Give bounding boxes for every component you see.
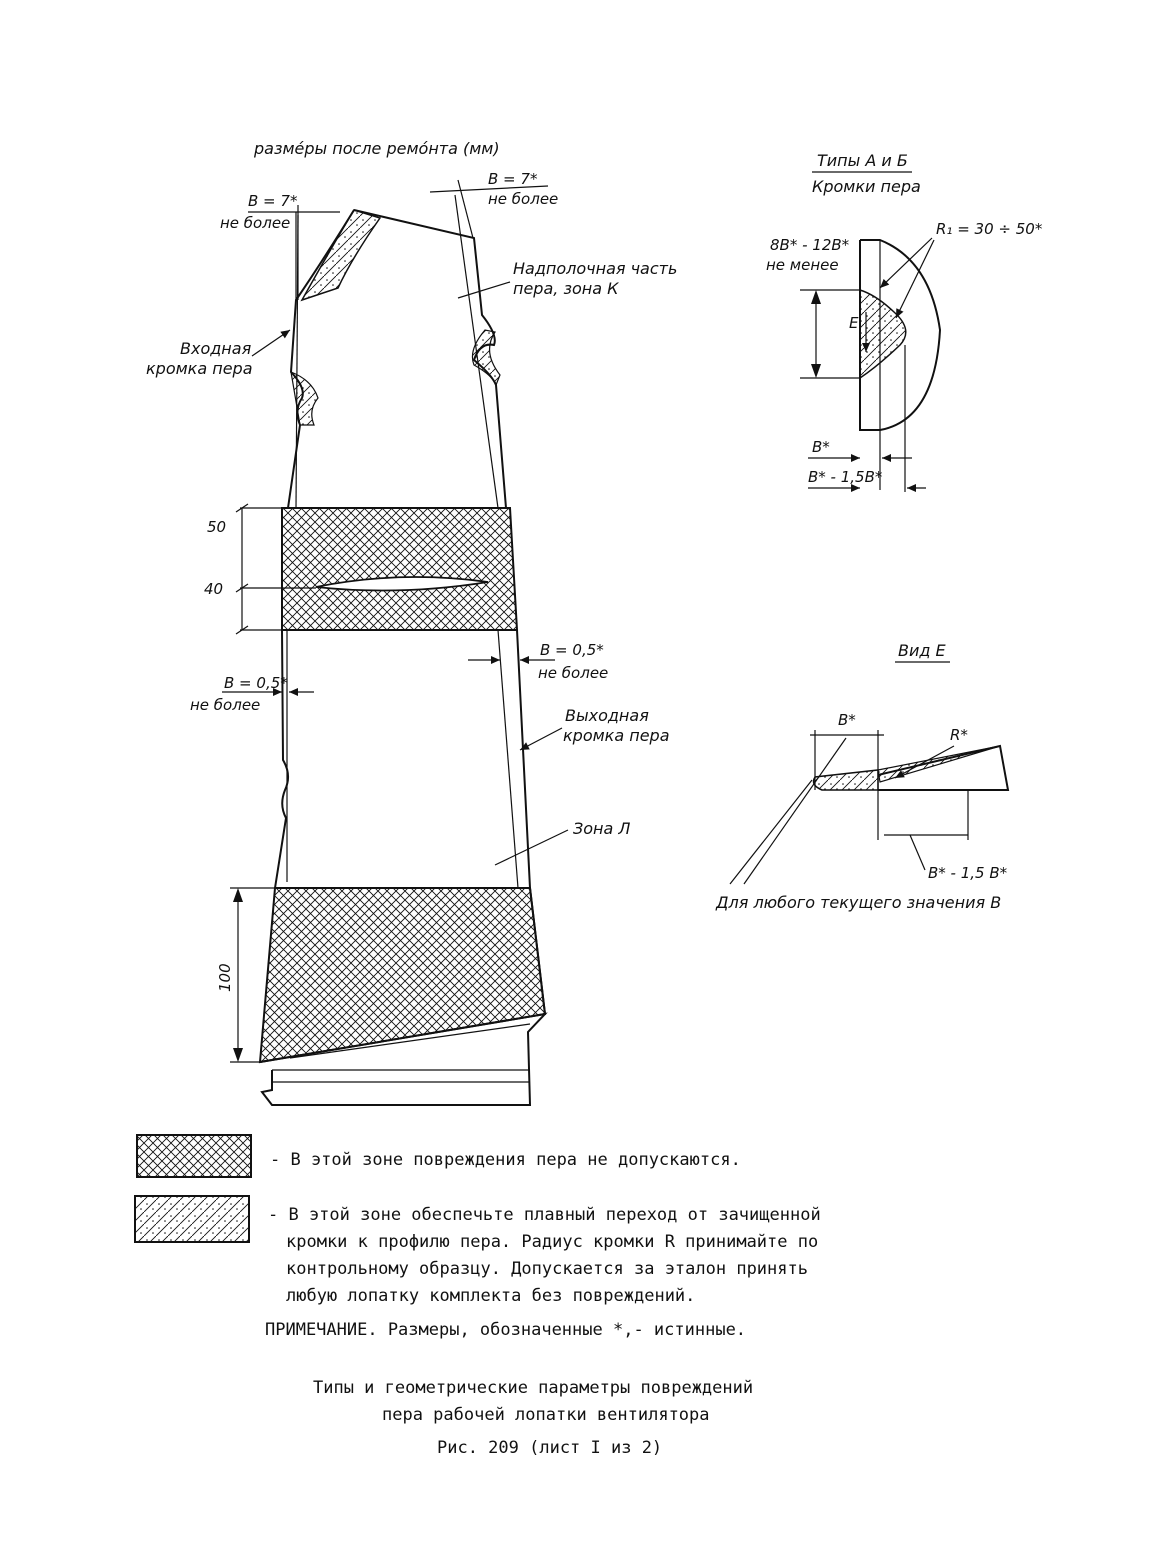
detail-ab-b-star: B*	[812, 438, 830, 456]
blend-zone-right-notch	[471, 329, 501, 387]
detail-e-blend-2	[877, 745, 1001, 783]
detail-ab-notch	[859, 288, 907, 380]
detail-ab: Типы А и Б Кромки пера 8B* - 12B* не мен…	[766, 151, 1043, 492]
detail-e-r-star: R*	[950, 726, 968, 744]
detail-ab-arrow-e: E	[849, 314, 859, 332]
label-shroud-zone-2: пера, зона К	[513, 279, 619, 298]
blade	[258, 179, 548, 1106]
detail-ab-subtitle: Кромки пера	[812, 177, 921, 196]
restricted-zone-middle	[281, 507, 519, 631]
legend-crosshatch-text: - В этой зоне повреждения пера не допуск…	[270, 1150, 741, 1170]
dim-100: 100	[216, 963, 234, 992]
dim-50: 50	[207, 518, 226, 536]
detail-e: Вид Е B* R* B* - 1,5 B* Для любого текущ…	[715, 641, 1010, 912]
detail-ab-radius: R₁ = 30 ÷ 50*	[936, 220, 1043, 238]
detail-ab-range-sub: не менее	[766, 256, 839, 274]
label-b7-right-sub: не более	[488, 190, 558, 208]
blend-zone-left-notch	[290, 371, 319, 426]
diagram-header: разме́ры после ремо́нта (мм)	[253, 139, 500, 158]
label-leading-edge-2: кромка пера	[146, 359, 253, 378]
label-zone-l: Зона Л	[573, 819, 630, 838]
detail-e-note: Для любого текущего значения В	[715, 893, 1001, 912]
label-shroud-zone-1: Надполочная часть	[513, 259, 677, 278]
legend-note: ПРИМЕЧАНИЕ. Размеры, обозначенные *,- ис…	[265, 1320, 747, 1340]
label-trailing-edge-1: Выходная	[565, 706, 649, 725]
legend-swatch-blend	[134, 1195, 250, 1243]
detail-ab-title: Типы А и Б	[817, 151, 908, 170]
label-b05-left: B = 0,5*	[224, 674, 288, 692]
label-leading-edge-1: Входная	[180, 339, 252, 358]
no-damage-hole	[315, 576, 489, 592]
detail-e-b-range: B* - 1,5 B*	[928, 864, 1008, 882]
detail-ab-range: 8B* - 12B*	[770, 236, 850, 254]
label-b05-right: B = 0,5*	[540, 641, 604, 659]
caption-line-1: Типы и геометрические параметры поврежде…	[313, 1378, 754, 1398]
label-b7-right: B = 7*	[488, 170, 538, 188]
detail-e-blend	[812, 769, 879, 791]
detail-e-title: Вид Е	[898, 641, 947, 660]
dim-40: 40	[204, 580, 223, 598]
legend-blend-line-2: кромки к профилю пера. Радиус кромки R п…	[286, 1232, 819, 1252]
legend-blend-line-1: - В этой зоне обеспечьте плавный переход…	[268, 1205, 821, 1225]
label-b7-left-sub: не более	[220, 214, 290, 232]
label-b7-left: B = 7*	[248, 192, 298, 210]
caption-figure: Рис. 209 (лист I из 2)	[437, 1438, 663, 1458]
legend-blend-line-3: контрольному образцу. Допускается за эта…	[286, 1259, 808, 1279]
legend-blend-line-4: любую лопатку комплекта без повреждений.	[286, 1286, 696, 1306]
label-trailing-edge-2: кромка пера	[563, 726, 670, 745]
legend-swatch-crosshatch	[136, 1134, 252, 1178]
detail-ab-b-range: B* - 1,5B*	[808, 468, 883, 486]
label-b05-right-sub: не более	[538, 664, 608, 682]
detail-e-b-star: B*	[838, 711, 856, 729]
restricted-zone-bottom	[258, 887, 547, 1064]
caption-line-2: пера рабочей лопатки вентилятора	[382, 1405, 710, 1425]
blend-zone-top	[300, 209, 382, 302]
label-b05-left-sub: не более	[190, 696, 260, 714]
